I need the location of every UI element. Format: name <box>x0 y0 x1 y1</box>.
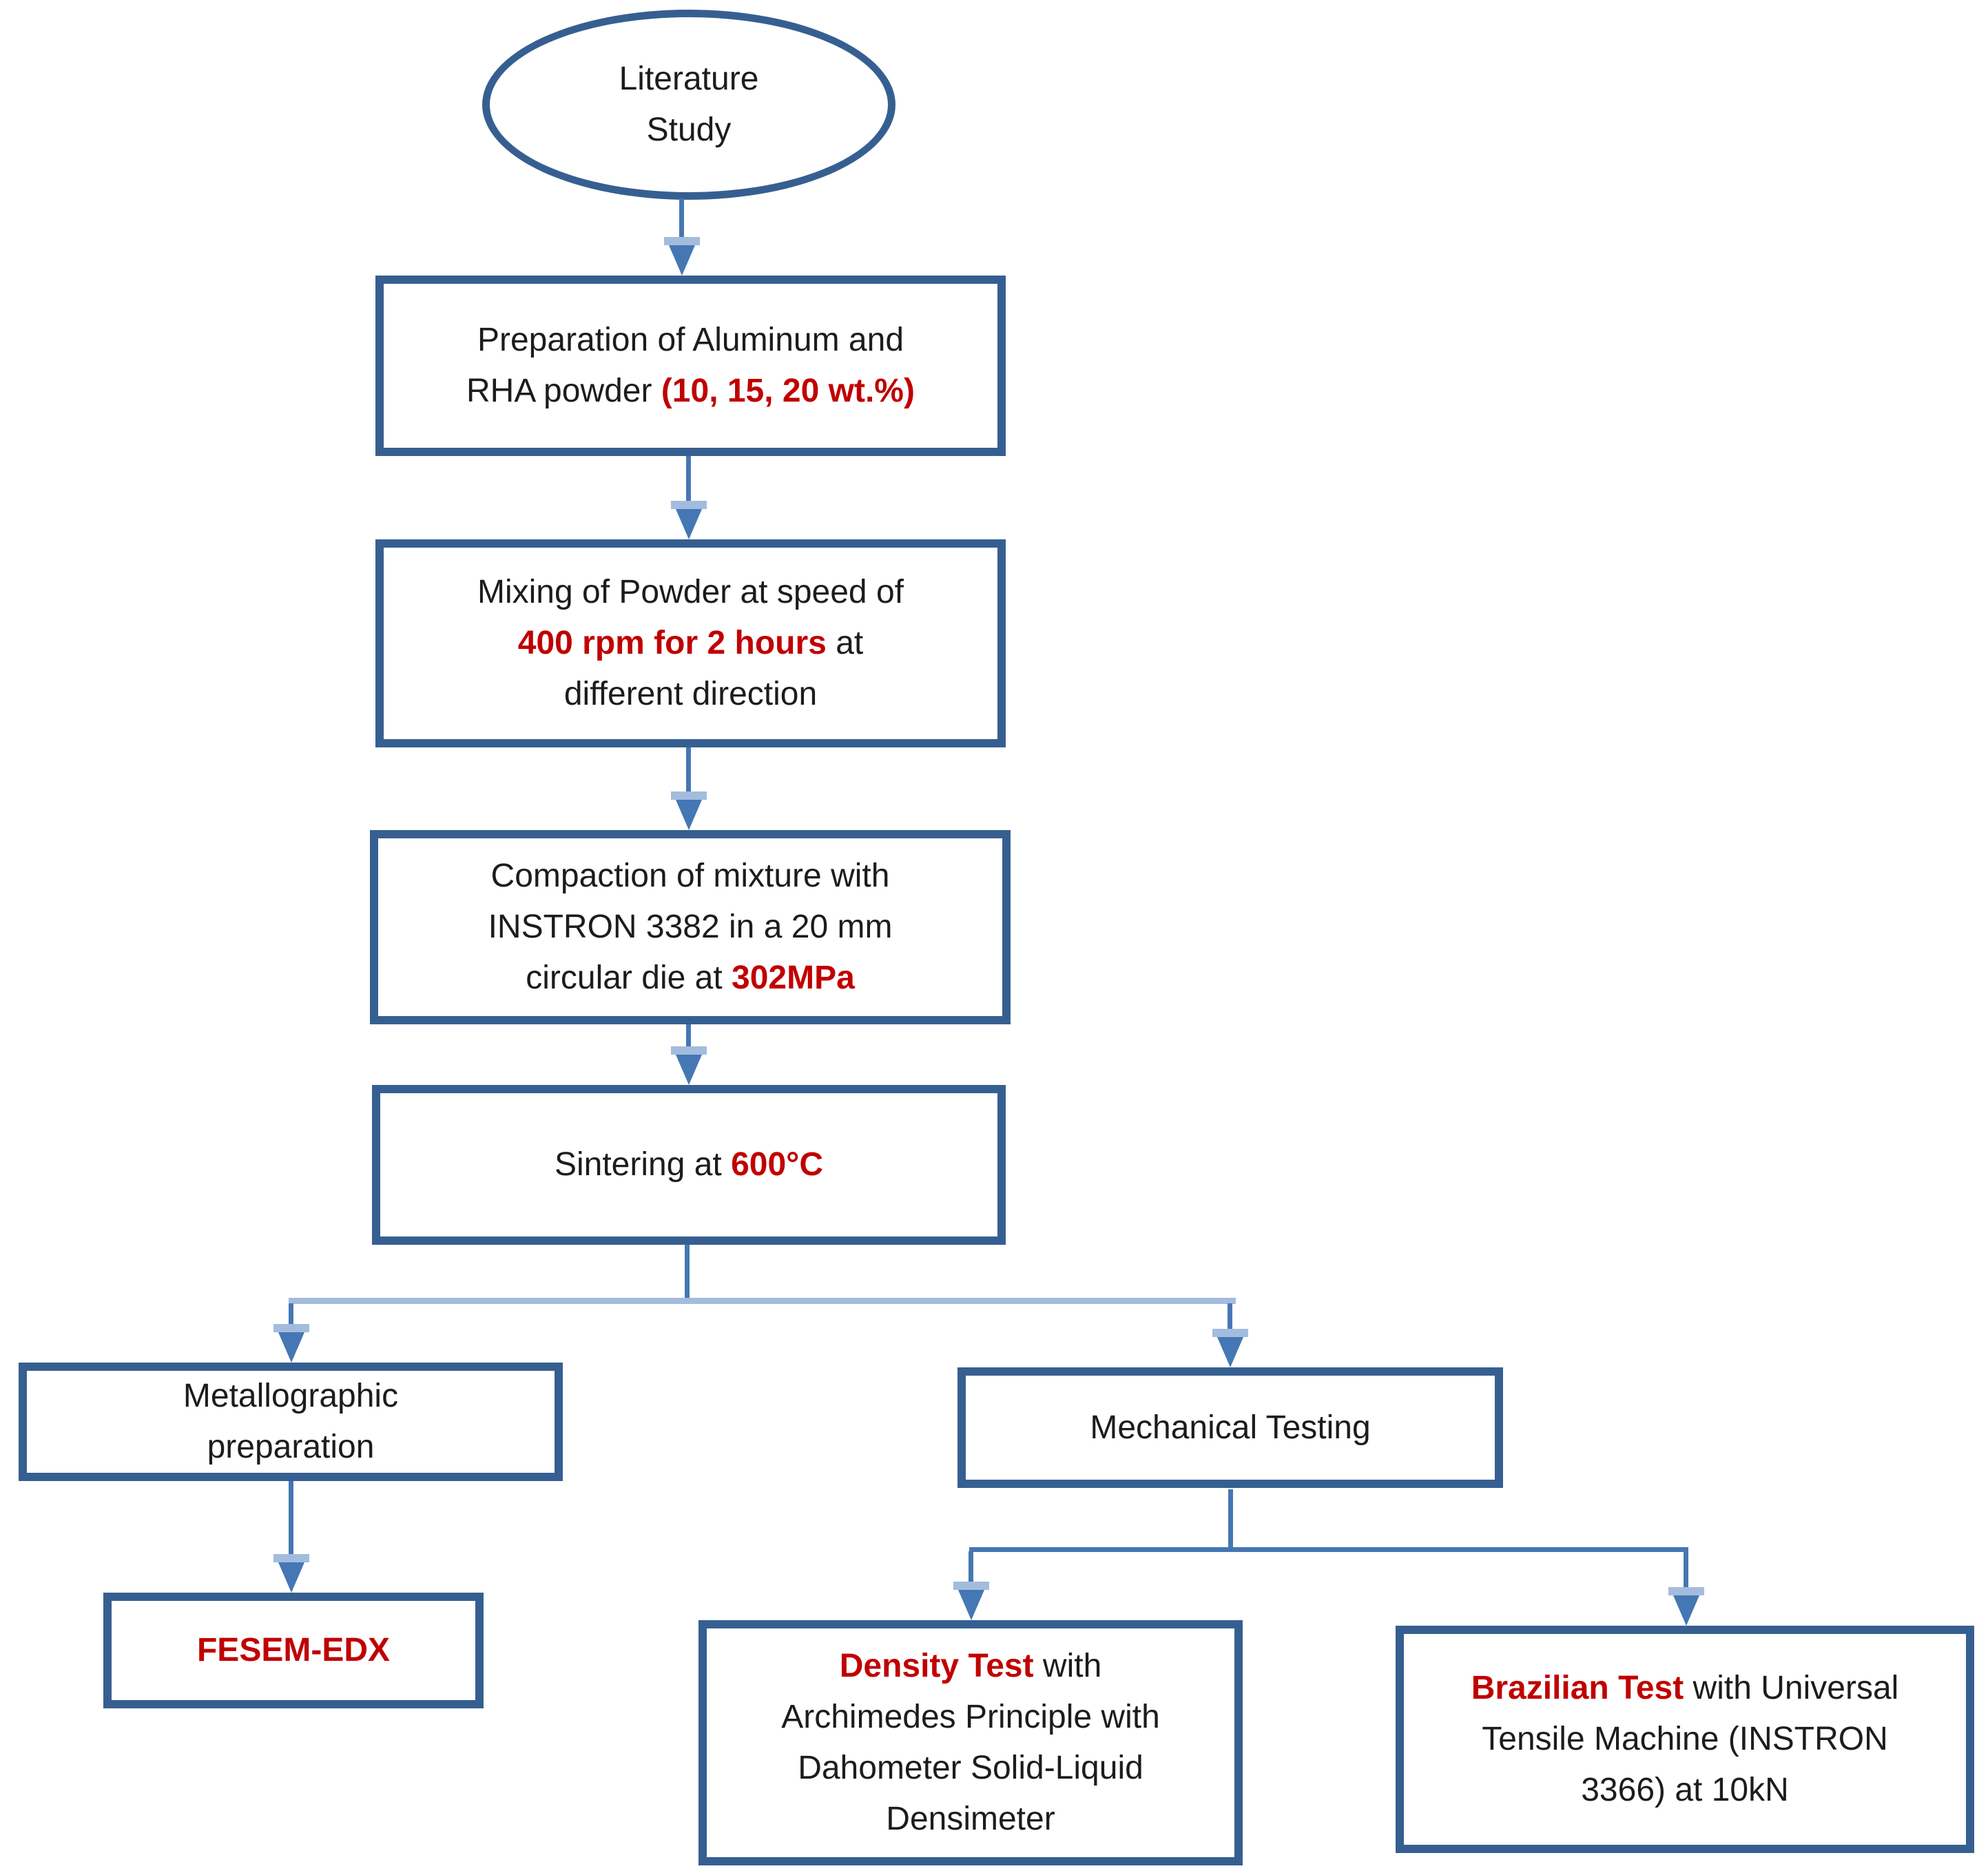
arrow-down-icon <box>958 1590 984 1620</box>
connector-shaft <box>685 1245 690 1303</box>
text-segment: Compaction of mixture with INSTRON 3382 … <box>488 858 893 996</box>
connector-shaft <box>289 1303 293 1335</box>
connector-branch-line <box>289 1298 1236 1304</box>
arrow-down-icon <box>676 1055 702 1085</box>
arrowhead-cap <box>671 1046 707 1055</box>
connector-shaft <box>289 1481 293 1565</box>
connector-shaft <box>1228 1303 1232 1340</box>
text-segment: Preparation of Aluminum and RHA powder <box>466 322 904 409</box>
text-segment-highlight: (10, 15, 20 wt.%) <box>661 373 915 409</box>
node-preparation: Preparation of Aluminum and RHA powder (… <box>375 276 1006 456</box>
fesem-label: FESEM-EDX <box>196 1632 391 1669</box>
text-segment-highlight: Density Test <box>839 1648 1034 1685</box>
arrowhead-cap <box>671 501 707 509</box>
node-compaction: Compaction of mixture with INSTRON 3382 … <box>370 830 1011 1024</box>
connector-shaft <box>969 1551 973 1593</box>
node-mixing: Mixing of Powder at speed of 400 rpm for… <box>375 539 1006 747</box>
preparation-label: Preparation of Aluminum and RHA powder (… <box>446 315 935 417</box>
arrowhead-cap <box>273 1324 309 1332</box>
node-fesem-edx: FESEM-EDX <box>103 1593 484 1708</box>
arrowhead-cap <box>671 791 707 800</box>
node-sintering: Sintering at 600°C <box>372 1085 1006 1245</box>
density-label: Density Test with Archimedes Principle w… <box>764 1641 1177 1845</box>
text-segment: Mixing of Powder at speed of <box>477 574 904 611</box>
text-segment: with Universal Tensile Machine (INSTRON … <box>1482 1670 1899 1808</box>
arrowhead-cap <box>953 1582 989 1590</box>
text-segment: at different direction <box>563 625 864 712</box>
node-brazilian-test: Brazilian Test with Universal Tensile Ma… <box>1396 1626 1974 1853</box>
metallographic-label: Metallographic preparation <box>183 1378 399 1465</box>
text-segment: Sintering at <box>554 1146 732 1183</box>
text-segment: with Archimedes Principle with Dahometer… <box>781 1648 1160 1837</box>
arrowhead-cap <box>664 237 700 245</box>
arrowhead-cap <box>1668 1587 1704 1595</box>
arrow-down-icon <box>1217 1337 1243 1367</box>
connector-shaft <box>1684 1551 1688 1598</box>
arrow-down-icon <box>278 1562 304 1593</box>
text-segment-highlight: 600°C <box>731 1146 824 1183</box>
mechanical-label: Mechanical Testing <box>1090 1409 1371 1446</box>
arrowhead-cap <box>1212 1329 1248 1337</box>
node-mechanical-testing: Mechanical Testing <box>957 1367 1503 1488</box>
brazilian-label: Brazilian Test with Universal Tensile Ma… <box>1458 1663 1912 1816</box>
arrowhead-cap <box>273 1554 309 1562</box>
connector-shaft <box>686 747 691 803</box>
text-segment-highlight: Brazilian Test <box>1471 1670 1684 1707</box>
arrow-down-icon <box>676 800 702 830</box>
connector-shaft <box>686 1024 691 1057</box>
node-density-test: Density Test with Archimedes Principle w… <box>698 1620 1243 1865</box>
arrow-down-icon <box>278 1332 304 1363</box>
sintering-label: Sintering at 600°C <box>555 1139 823 1190</box>
mixing-label: Mixing of Powder at speed of 400 rpm for… <box>467 567 915 720</box>
node-metallographic-preparation: Metallographic preparation <box>19 1363 563 1481</box>
compaction-label: Compaction of mixture with INSTRON 3382 … <box>470 851 911 1004</box>
arrow-down-icon <box>669 245 695 276</box>
node-literature-study: Literature Study <box>482 10 895 200</box>
connector-shaft <box>679 198 684 248</box>
connector-shaft <box>686 456 691 512</box>
arrow-down-icon <box>1673 1595 1699 1626</box>
literature-study-label: Literature Study <box>619 61 759 148</box>
connector-branch-line <box>969 1547 1688 1552</box>
text-segment-highlight: 400 rpm for 2 hours <box>517 625 827 662</box>
text-segment-highlight: 302MPa <box>732 959 855 996</box>
arrow-down-icon <box>676 509 702 539</box>
connector-shaft <box>1228 1489 1233 1551</box>
